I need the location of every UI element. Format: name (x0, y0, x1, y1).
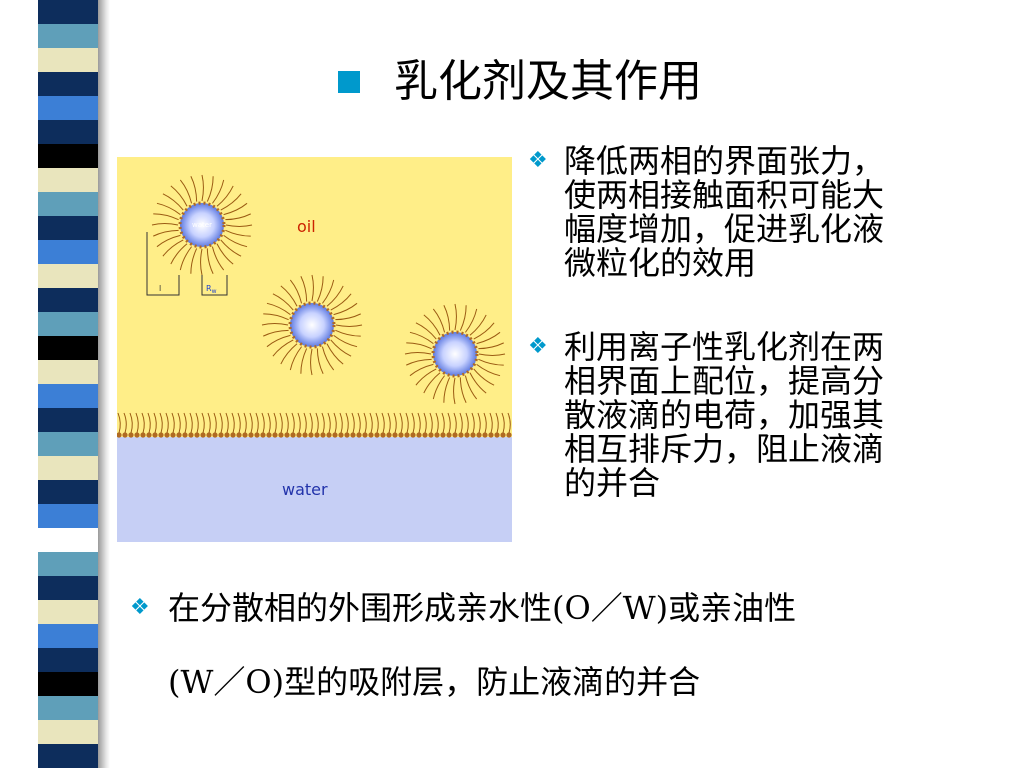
stripe-band (38, 744, 98, 768)
slide-title: 乳化剂及其作用 (338, 52, 702, 112)
bullet-item-1: ❖ 降低两相的界面张力， 使两相接触面积可能大 幅度增加，促进乳化液 微粒化的效… (528, 144, 884, 280)
square-bullet-icon (338, 71, 360, 93)
stripe-band (38, 504, 98, 528)
water-label: water (282, 480, 328, 499)
stripe-band (38, 552, 98, 576)
stripe-band (38, 576, 98, 600)
micelle (261, 274, 363, 376)
stripe-band (38, 696, 98, 720)
bullet-item-2: ❖ 利用离子性乳化剂在两 相界面上配位，提高分 散液滴的电荷，加强其 相互排斥力… (528, 330, 884, 500)
length-label: l (159, 284, 161, 293)
stripe-band (38, 480, 98, 504)
oil-label: oil (297, 217, 316, 236)
stripe-band (38, 456, 98, 480)
stripe-band (38, 120, 98, 144)
micelle (151, 174, 253, 276)
length-bracket (146, 232, 228, 296)
stripe-band (38, 144, 98, 168)
bullet-text: 利用离子性乳化剂在两 相界面上配位，提高分 散液滴的电荷，加强其 相互排斥力，阻… (564, 328, 885, 502)
stripe-band (38, 648, 98, 672)
diamond-four-bullet-icon: ❖ (528, 334, 548, 359)
stripe-band (38, 600, 98, 624)
interface-surfactant-layer (117, 412, 512, 438)
stripe-band (38, 48, 98, 72)
stripe-band (38, 408, 98, 432)
bullet-item-3: ❖ 在分散相的外围形成亲水性(O／W)或亲油性 (130, 588, 796, 628)
bullet-text-continuation: (W／O)型的吸附层，防止液滴的并合 (168, 663, 701, 701)
stripe-band (38, 0, 98, 24)
stripe-band (38, 720, 98, 744)
radius-label: Rw (206, 284, 217, 295)
stripe-band (38, 264, 98, 288)
stripe-band (38, 168, 98, 192)
stripe-band (38, 672, 98, 696)
diamond-four-bullet-icon: ❖ (528, 148, 548, 173)
slide-title-text: 乳化剂及其作用 (394, 56, 702, 107)
stripe-band (38, 360, 98, 384)
stripe-band (38, 336, 98, 360)
diamond-four-bullet-icon: ❖ (130, 595, 150, 620)
stripe-band (38, 384, 98, 408)
stripe-band (38, 528, 98, 552)
water-phase (117, 437, 512, 542)
stripe-band (38, 624, 98, 648)
droplet-label: water (192, 221, 212, 229)
stripe-band (38, 288, 98, 312)
stripe-band (38, 432, 98, 456)
bullet-text: 降低两相的界面张力， 使两相接触面积可能大 幅度增加，促进乳化液 微粒化的效用 (564, 142, 885, 282)
stripe-band (38, 240, 98, 264)
stripe-band (38, 24, 98, 48)
emulsion-diagram: water l Rw oil water (117, 157, 512, 542)
micelle (404, 303, 506, 405)
stripe-band (38, 72, 98, 96)
stripe-band (38, 192, 98, 216)
stripe-band (38, 312, 98, 336)
decorative-stripe (38, 0, 98, 768)
bullet-text: 在分散相的外围形成亲水性(O／W)或亲油性 (168, 589, 797, 627)
stripe-band (38, 96, 98, 120)
stripe-band (38, 216, 98, 240)
stripe-shadow (98, 0, 110, 768)
